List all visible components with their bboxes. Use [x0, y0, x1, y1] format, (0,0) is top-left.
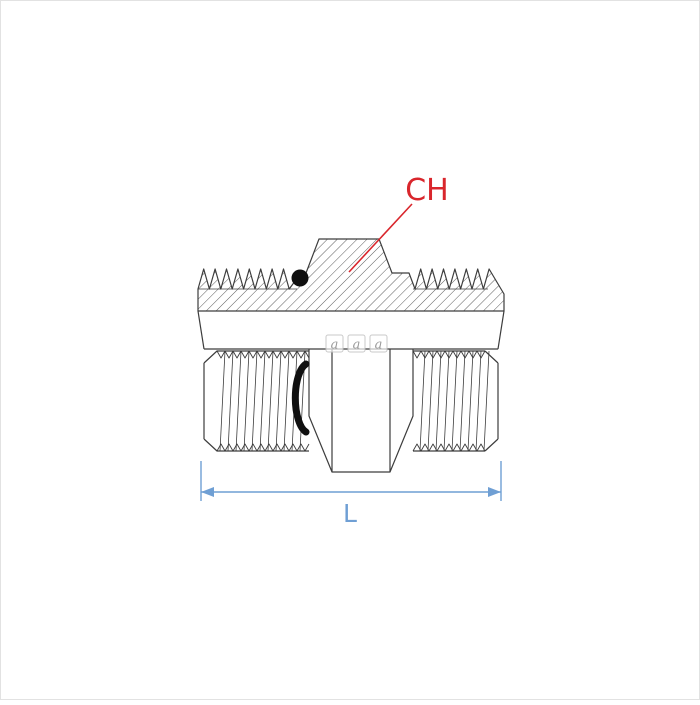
- left-thread-crest-zigzag-top: [216, 350, 310, 359]
- left-thread-crest-zigzag-bottom: [216, 443, 310, 452]
- dimension-length: [200, 461, 502, 501]
- watermark-letter-3: a: [375, 338, 383, 353]
- length-label: L: [343, 499, 357, 528]
- right-thread-helix-lines: [419, 350, 490, 452]
- right-thread-edges: [413, 350, 499, 452]
- fitting-drawing: [197, 238, 505, 473]
- watermark-letter-2: a: [353, 338, 361, 353]
- watermark-box-2: [347, 334, 366, 353]
- watermark-box-3: [369, 334, 388, 353]
- o-ring: [291, 360, 310, 436]
- right-thread: [412, 350, 499, 452]
- hex-leader-line: [348, 203, 413, 273]
- hex-nut: [308, 349, 414, 473]
- o-ring-section-dot: [291, 269, 309, 287]
- arrowhead-right: [488, 487, 501, 497]
- hex-label: CH: [405, 173, 449, 208]
- watermark: a a a: [325, 334, 388, 353]
- watermark-letter-1: a: [331, 338, 339, 353]
- right-thread-crest-zigzag-bottom: [412, 443, 486, 452]
- upper-section-view: [197, 238, 505, 312]
- arrowhead-left: [201, 487, 214, 497]
- watermark-box-1: [325, 334, 344, 353]
